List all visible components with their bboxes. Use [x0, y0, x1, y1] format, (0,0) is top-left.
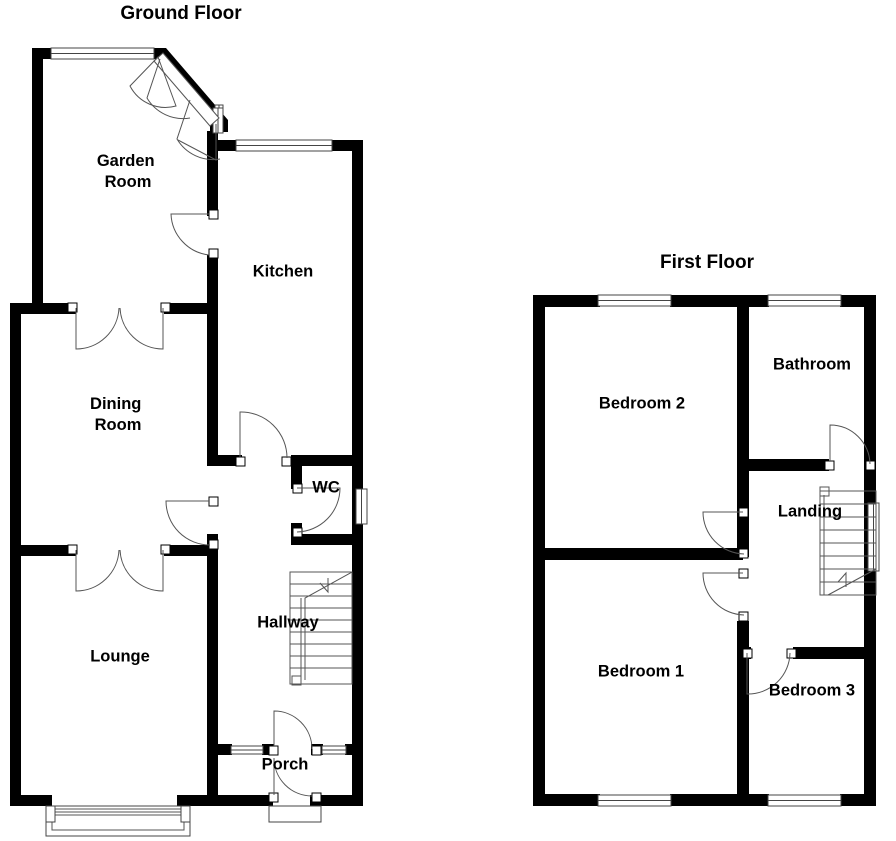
garden-room-top-window	[50, 47, 155, 60]
room-label-wc: WC	[312, 478, 340, 496]
garden-room-french-doors	[129, 52, 221, 161]
wc-side-window	[355, 488, 368, 525]
first-floor-title: First Floor	[660, 252, 755, 273]
room-label-lounge: Lounge	[90, 647, 150, 665]
bedroom-3-bottom-window	[767, 794, 842, 807]
porch-front-door	[268, 757, 322, 823]
first-floor-labels: First Floor Bedroom 2 Bathroom Landing B…	[598, 252, 855, 699]
garden-room-to-dining-double-doors	[67, 302, 171, 350]
ground-floor-title: Ground Floor	[120, 3, 242, 24]
dining-to-lounge-double-doors	[67, 544, 171, 592]
kitchen-to-hallway-door	[235, 411, 292, 467]
bedroom-2-door	[702, 507, 749, 559]
bedroom-1-bottom-window	[597, 794, 672, 807]
room-label-bedroom-3: Bedroom 3	[769, 681, 855, 699]
first-floor-windows	[597, 294, 880, 807]
room-label-kitchen: Kitchen	[253, 262, 314, 280]
room-label-porch: Porch	[262, 755, 309, 773]
bathroom-top-window	[767, 294, 842, 307]
bedroom-2-top-window	[597, 294, 672, 307]
ground-floor-labels: Ground Floor Garden Room Kitchen Dining …	[90, 3, 340, 773]
room-label-dining-room: Dining Room	[90, 395, 146, 434]
wc-door	[292, 483, 341, 538]
room-label-bedroom-1: Bedroom 1	[598, 662, 684, 680]
bedroom-3-door	[742, 648, 797, 695]
ground-floor-walls	[10, 48, 363, 806]
room-label-bedroom-2: Bedroom 2	[599, 394, 685, 412]
porch-right-window	[321, 745, 347, 755]
room-label-landing: Landing	[778, 502, 842, 520]
bathroom-door	[824, 424, 876, 471]
landing-staircase	[819, 486, 877, 596]
first-floor-doors	[702, 424, 876, 695]
ground-floor-windows	[45, 47, 368, 837]
ground-floor-doors	[67, 52, 341, 823]
hallway-to-porch-door	[268, 710, 322, 756]
porch-left-window	[230, 745, 264, 755]
room-label-bathroom: Bathroom	[773, 355, 851, 373]
room-label-hallway: Hallway	[257, 613, 319, 631]
room-label-garden-room: Garden Room	[97, 152, 159, 191]
garden-room-angled-side-window	[212, 104, 224, 134]
hallway-staircase	[289, 571, 353, 686]
garden-room-to-kitchen-door	[170, 209, 219, 259]
hallway-to-dining-door	[165, 496, 219, 550]
bedroom-1-door	[702, 568, 749, 622]
landing-side-window	[867, 502, 880, 572]
first-floor-walls	[533, 295, 876, 806]
kitchen-top-window	[235, 139, 333, 152]
lounge-bay-window	[45, 805, 191, 837]
